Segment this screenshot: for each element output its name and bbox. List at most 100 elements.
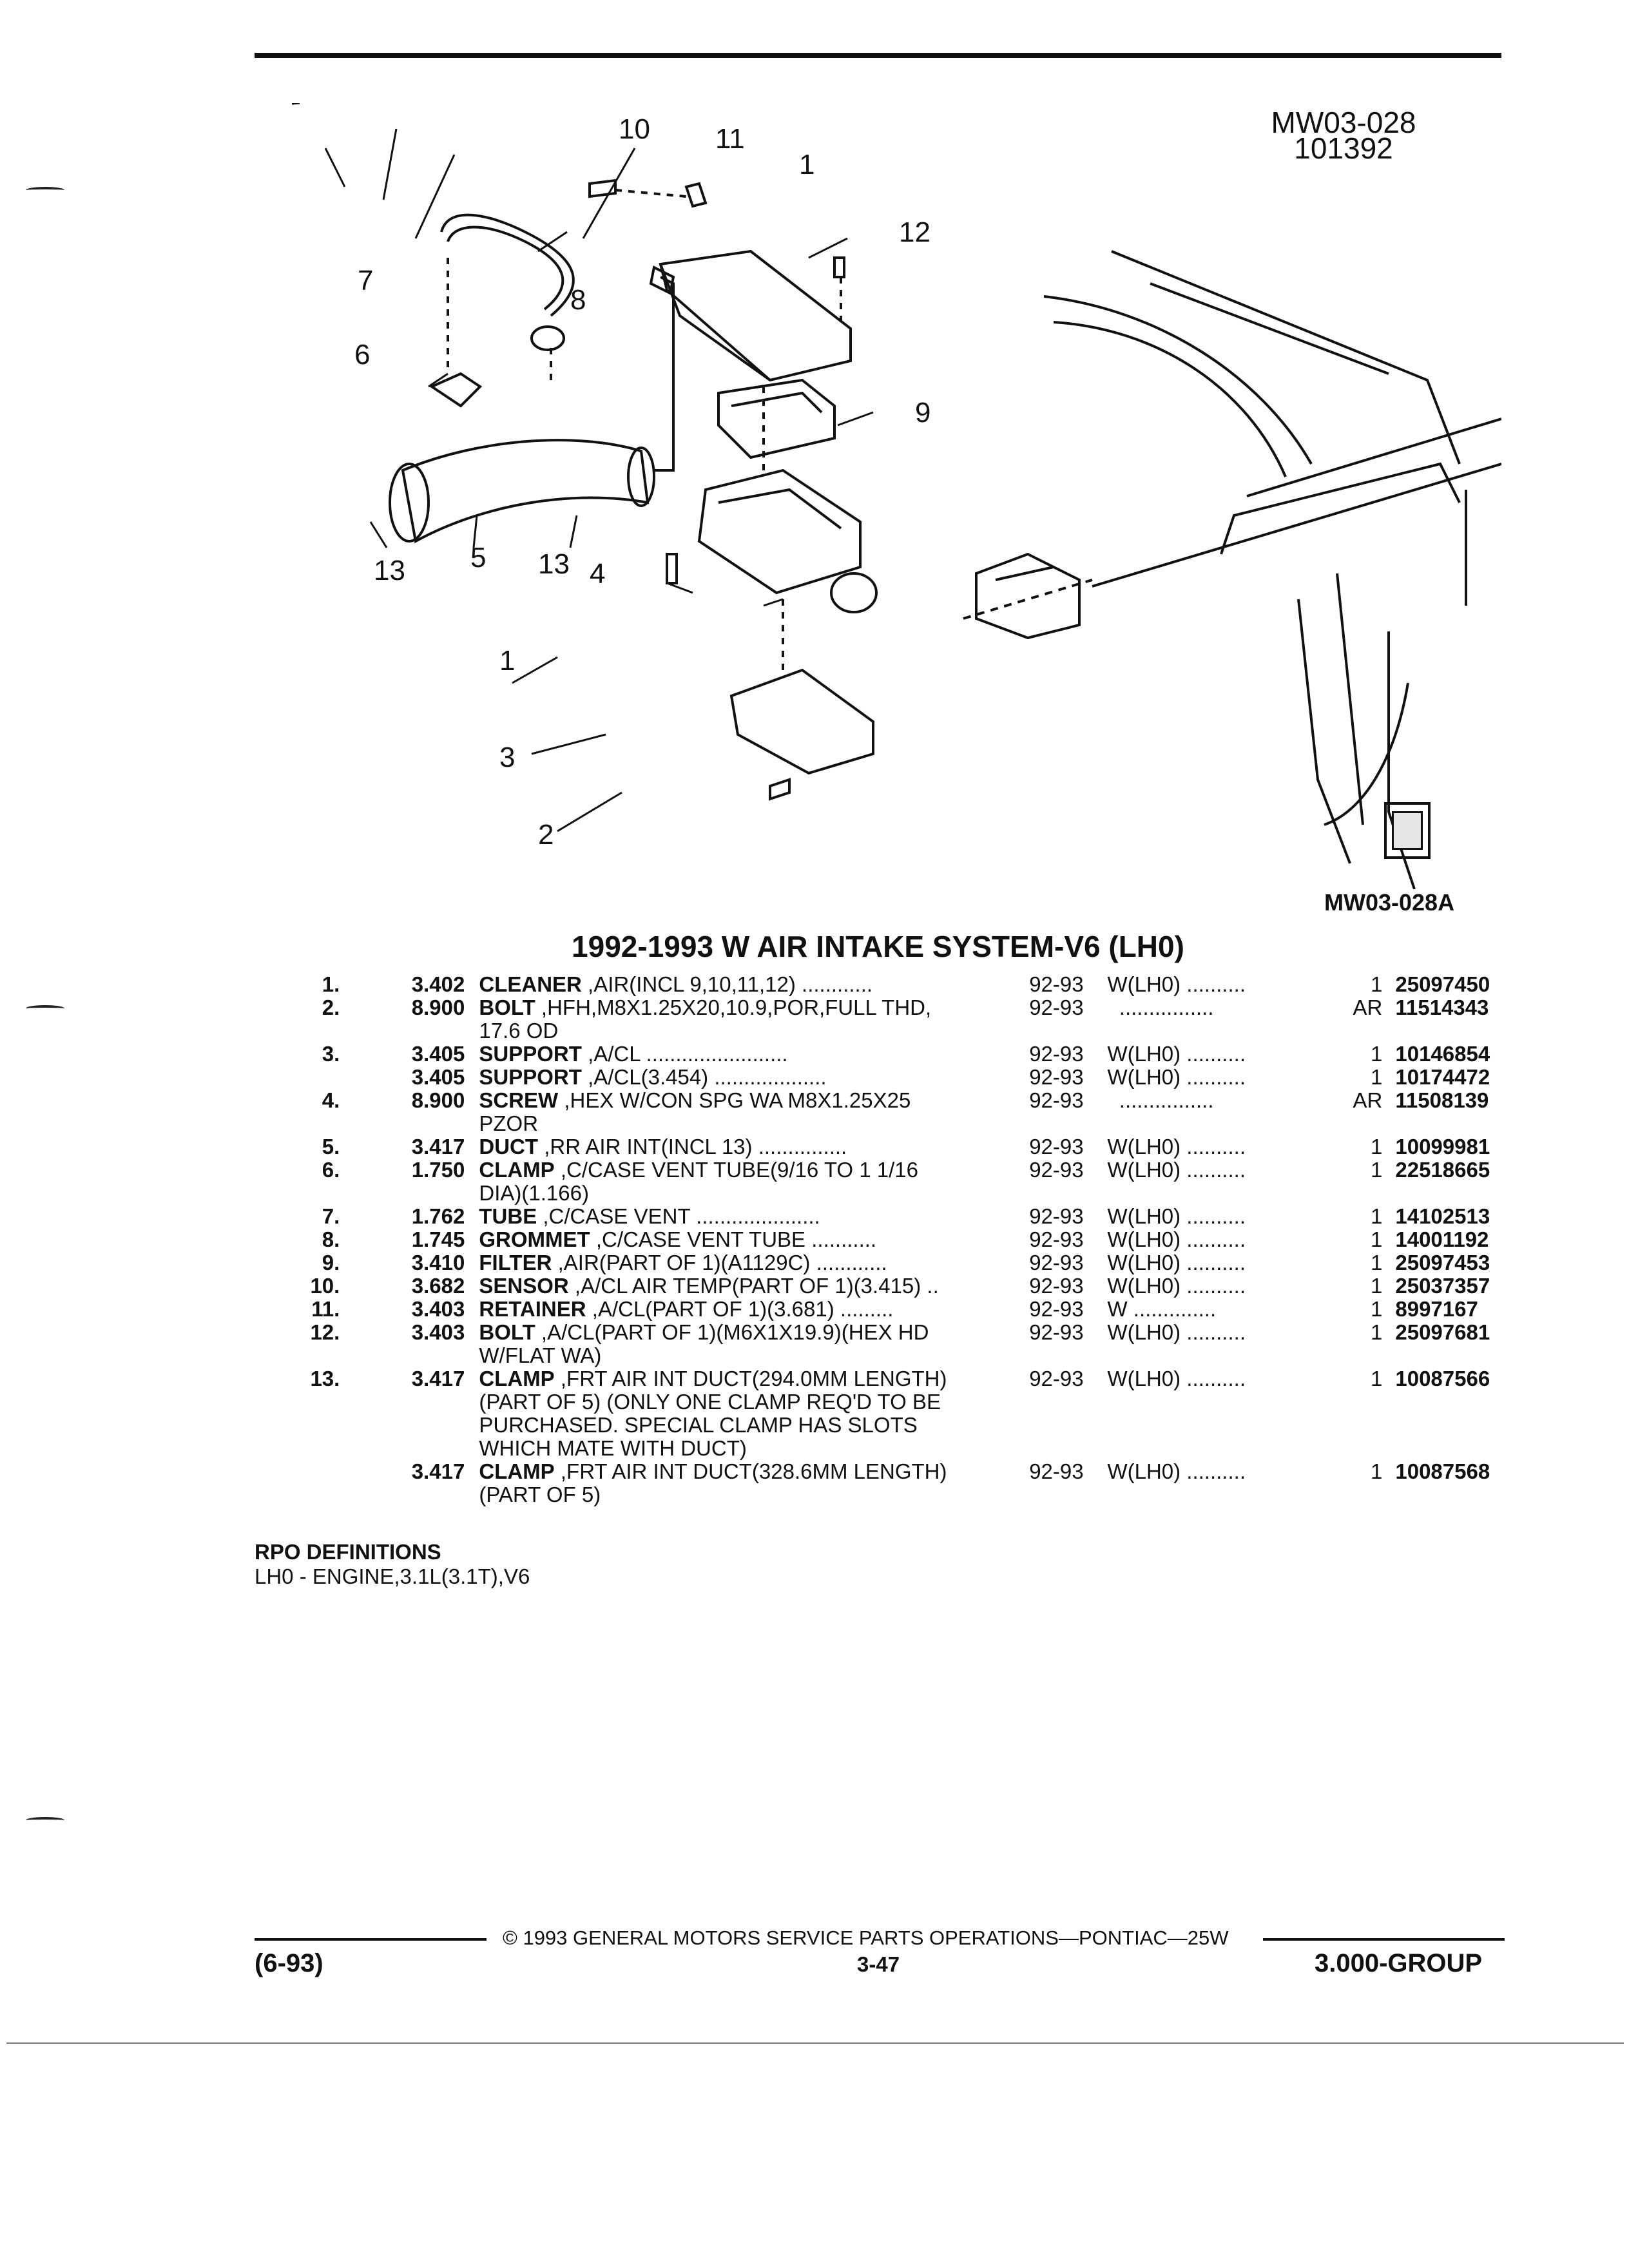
- air-cleaner-cover: [659, 249, 852, 382]
- part-row: 3.405 SUPPORT ,A/CL(3.454) ..............…: [284, 1066, 1508, 1089]
- part-row: 1. 3.402 CLEANER ,AIR(INCL 9,10,11,12) ...…: [284, 973, 1508, 996]
- item-number: 3.: [322, 1042, 340, 1066]
- part-description: BOLT ,A/CL(PART OF 1)(M6X1X19.9)(HEX HD …: [479, 1321, 1029, 1367]
- model-years: 92-93: [1029, 1088, 1084, 1112]
- part-name: DUCT: [479, 1135, 539, 1158]
- item-number: 11.: [311, 1297, 340, 1321]
- part-name: BOLT: [479, 996, 535, 1019]
- part-number: 14001192: [1395, 1227, 1489, 1251]
- body-rail: [1246, 418, 1502, 497]
- part-name: CLAMP: [479, 1158, 555, 1182]
- callout-label: 1: [799, 149, 815, 180]
- part-description: CLAMP ,FRT AIR INT DUCT(328.6MM LENGTH) …: [479, 1460, 1029, 1506]
- group-number: 3.405: [411, 1065, 465, 1089]
- quantity: 1: [1371, 1204, 1383, 1228]
- item-number: 2.: [322, 995, 340, 1019]
- callout-label: 13: [374, 555, 405, 586]
- diagram-svg: 10 11 1 12 7 8 6 9 13 5 13 4 1 3 2: [291, 102, 1502, 890]
- air-filter: [717, 378, 836, 459]
- group-number: 1.745: [411, 1227, 465, 1251]
- quantity: AR: [1353, 995, 1383, 1019]
- part-name: CLEANER: [479, 973, 582, 996]
- part-detail: ,A/CL AIR TEMP(PART OF 1)(3.415) ..: [568, 1274, 939, 1298]
- callout-label: 2: [538, 819, 554, 850]
- part-detail: ,AIR(PART OF 1)(A1129C) ............: [552, 1251, 887, 1274]
- part-name: SUPPORT: [479, 1066, 582, 1089]
- item-number: 13.: [310, 1367, 340, 1390]
- group-label: 3.000-GROUP: [1315, 1949, 1483, 1977]
- quantity: 1: [1371, 1158, 1383, 1182]
- part-number: 25097453: [1395, 1251, 1490, 1274]
- model-usage: W(LH0) ..........: [1107, 1066, 1246, 1089]
- group-number: 8.900: [411, 1088, 465, 1112]
- group-number: 3.403: [411, 1320, 465, 1344]
- gm-spo-logo-icon: [1384, 802, 1431, 859]
- margin-mark: [26, 1817, 64, 1823]
- group-number: 3.402: [411, 972, 465, 996]
- margin-mark: [26, 187, 64, 193]
- reference-block: MW03-028 101392: [1247, 106, 1440, 163]
- rpo-title: RPO DEFINITIONS: [255, 1540, 441, 1564]
- quantity: 1: [1371, 1227, 1383, 1251]
- group-number: 3.417: [411, 1459, 465, 1483]
- vent-tube-clamp: [429, 372, 483, 408]
- part-description: CLAMP ,C/CASE VENT TUBE(9/16 TO 1 1/16 D…: [479, 1158, 1029, 1205]
- group-number: 3.417: [411, 1367, 465, 1390]
- callout-label: 3: [499, 742, 515, 773]
- part-detail: ,C/CASE VENT TUBE(9/16 TO 1 1/16 DIA)(1.…: [479, 1158, 919, 1205]
- part-detail: ,A/CL(3.454) ...................: [581, 1066, 827, 1089]
- diagram-id: MW03-028A: [1324, 889, 1455, 916]
- model-years: 92-93: [1029, 1274, 1084, 1298]
- callout-label: 6: [354, 339, 370, 370]
- part-detail: ,A/CL(PART OF 1)(M6X1X19.9)(HEX HD W/FLA…: [479, 1321, 929, 1367]
- quantity: 1: [1371, 972, 1383, 996]
- model-usage: W(LH0) ..........: [1107, 1205, 1246, 1228]
- part-number: 10146854: [1395, 1042, 1490, 1066]
- part-number: 25097681: [1395, 1320, 1490, 1344]
- model-usage: W(LH0) ..........: [1107, 1135, 1246, 1158]
- cleaner-bolt: [833, 256, 845, 278]
- part-description: SCREW ,HEX W/CON SPG WA M8X1.25X25 PZOR: [479, 1089, 1029, 1135]
- model-usage: ................: [1107, 996, 1214, 1019]
- part-row: 3.417 CLAMP ,FRT AIR INT DUCT(328.6MM LEN…: [284, 1460, 1508, 1506]
- callout-label: 10: [619, 113, 650, 145]
- model-usage: W(LH0) ..........: [1107, 1460, 1246, 1483]
- quantity: AR: [1353, 1088, 1383, 1112]
- item-number: 5.: [322, 1135, 340, 1158]
- part-number: 25037357: [1395, 1274, 1490, 1298]
- part-number: 10087566: [1395, 1367, 1490, 1390]
- part-number: 11508139: [1395, 1088, 1489, 1112]
- part-number: 10174472: [1395, 1065, 1490, 1089]
- group-number: 3.682: [411, 1274, 465, 1298]
- footer-date: (6-93): [255, 1949, 323, 1977]
- callout-label: 1: [499, 645, 515, 677]
- part-detail: ,AIR(INCL 9,10,11,12) ............: [581, 973, 873, 996]
- model-years: 92-93: [1029, 1297, 1084, 1321]
- fender-outline: [1043, 295, 1313, 465]
- callout-label: 13: [538, 548, 570, 580]
- model-usage: W(LH0) ..........: [1107, 1367, 1246, 1390]
- crankcase-vent-tube: [440, 213, 575, 317]
- quantity: 1: [1371, 1251, 1383, 1274]
- group-number: 3.417: [411, 1135, 465, 1158]
- ref-code: MW03-028: [1271, 106, 1416, 139]
- part-name: SENSOR: [479, 1274, 569, 1298]
- part-description: CLEANER ,AIR(INCL 9,10,11,12) ..........…: [479, 973, 1029, 996]
- part-detail: ,HEX W/CON SPG WA M8X1.25X25 PZOR: [479, 1089, 911, 1135]
- item-number: 1.: [322, 972, 340, 996]
- part-description: BOLT ,HFH,M8X1.25X20,10.9,POR,FULL THD, …: [479, 996, 1029, 1043]
- scan-edge-rule: [6, 2042, 1624, 2044]
- air-cleaner-housing: [697, 468, 862, 595]
- cleaner-retainer: [684, 182, 708, 208]
- model-usage: W(LH0) ..........: [1107, 1228, 1246, 1251]
- callout-label: 4: [590, 558, 605, 590]
- part-description: RETAINER ,A/CL(PART OF 1)(3.681) .......…: [479, 1298, 1029, 1321]
- part-number: 10099981: [1395, 1135, 1490, 1158]
- part-detail: ,HFH,M8X1.25X20,10.9,POR,FULL THD, 17.6 …: [479, 996, 932, 1043]
- hood-edge: [1111, 250, 1461, 465]
